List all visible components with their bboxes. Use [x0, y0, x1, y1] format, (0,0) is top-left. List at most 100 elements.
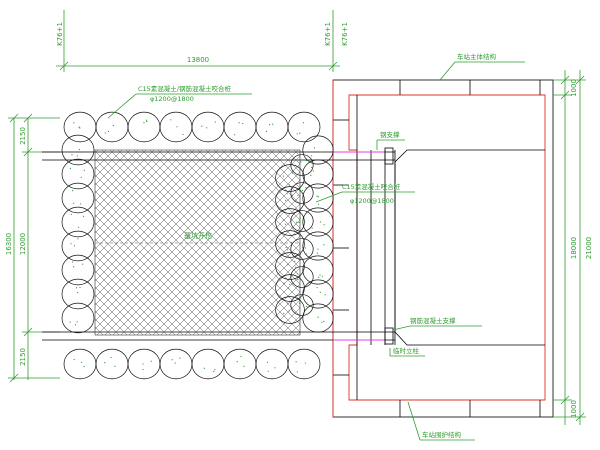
left-dim-total: 16300 [5, 233, 13, 255]
pile-speck [142, 363, 144, 365]
pile-speck [319, 221, 322, 223]
bottom-right-note: 车站围护结构 [422, 430, 462, 439]
pile-speck [305, 187, 307, 189]
pile-21 [61, 254, 95, 286]
pile-32 [275, 164, 305, 192]
pile-speck [107, 130, 110, 133]
pile-speck [78, 126, 80, 128]
pile-5 [223, 111, 257, 143]
pile-6 [255, 111, 289, 143]
pile-speck [243, 365, 245, 367]
right-dim-bottom: 1000 [570, 400, 578, 418]
leaders: C15素混凝土/钢筋混凝土咬合桩 φ1200@1800 C15素混凝土咬合桩 φ… [107, 52, 525, 441]
pile-16 [61, 134, 95, 166]
pile-speck [290, 241, 293, 244]
pile-44 [290, 294, 314, 316]
pile-2 [127, 111, 161, 143]
right-dim-top: 1000 [570, 79, 578, 97]
pile-speck [73, 358, 75, 361]
axis-label-top-right-1: K76+1 [324, 22, 332, 46]
pile-speck [313, 147, 316, 149]
pile-speck [203, 367, 205, 369]
right-dimensions: 1000 18000 21000 1000 [553, 70, 593, 425]
pile-speck [82, 263, 84, 265]
pile-speck [317, 248, 319, 250]
pile-speck [171, 359, 173, 361]
pile-42 [290, 238, 314, 260]
pile-39 [290, 154, 314, 176]
pile-speck [318, 203, 320, 205]
pile-speck [300, 159, 302, 161]
pile-speck [269, 124, 271, 126]
pile-35 [275, 230, 305, 258]
pile-speck [76, 321, 78, 323]
pile-speck [305, 253, 307, 255]
pile-speck [72, 189, 74, 192]
pile-speck [214, 369, 216, 371]
pile-18 [61, 182, 95, 214]
pile-31 [302, 303, 334, 333]
pile-speck [299, 300, 301, 302]
pile-speck [77, 238, 79, 240]
pile-speck [311, 227, 313, 229]
pile-speck [286, 249, 288, 251]
pile-speck [145, 119, 148, 121]
pile-speck [142, 368, 144, 371]
pile-8 [63, 348, 97, 380]
pile-speck [311, 166, 313, 169]
pile-speck [72, 261, 74, 263]
pile-speck [294, 260, 296, 262]
pile-speck [318, 276, 320, 279]
pile-speck [143, 122, 145, 124]
pile-speck [287, 287, 290, 289]
pile-speck [238, 122, 240, 124]
pile-speck [299, 132, 301, 134]
pile-speck [267, 370, 269, 372]
pile-ring [61, 111, 334, 380]
left-dimensions: 2150 12000 16300 2150 [5, 113, 60, 383]
pile-speck [71, 154, 73, 156]
pit-label: 基坑开挖 [184, 231, 212, 240]
pile-speck [240, 355, 242, 357]
pile-speck [73, 202, 75, 204]
pile-speck [206, 127, 208, 129]
pile-14 [255, 348, 289, 380]
pile-speck [70, 243, 72, 245]
pile-ring-spec: φ1200@1800 [150, 95, 194, 103]
pile-7 [287, 111, 321, 143]
pile-speck [296, 371, 299, 373]
pile-speck [306, 305, 308, 307]
pile-speck [78, 148, 80, 151]
pile-43 [290, 266, 314, 288]
right-dim-total: 21000 [585, 237, 593, 259]
pile-27 [302, 207, 334, 237]
pile-speck [297, 278, 299, 281]
pile-speck [77, 226, 80, 228]
pile-speck [321, 275, 323, 277]
pile-speck [75, 287, 78, 289]
pile-speck [214, 121, 216, 123]
pile-speck [73, 245, 76, 247]
pile-23 [61, 302, 95, 334]
inner-pile-spec: φ1200@1800 [350, 197, 394, 205]
left-dim-mid: 12000 [19, 233, 27, 255]
pile-speck [316, 195, 318, 197]
pile-speck [69, 167, 71, 170]
pile-speck [176, 126, 178, 128]
pile-4 [191, 111, 225, 143]
pile-speck [74, 324, 77, 326]
pile-speck [282, 219, 284, 222]
pile-speck [274, 367, 276, 369]
pile-speck [150, 360, 152, 362]
pile-20 [61, 230, 95, 262]
right-dim-mid: 18000 [570, 237, 578, 259]
station-structure [332, 79, 554, 418]
strut-lower-a-note: 钢筋混凝土支撑 [410, 316, 456, 325]
pile-speck [285, 199, 287, 201]
pile-speck [110, 356, 112, 359]
pile-speck [286, 192, 288, 194]
excavation-pit: 基坑开挖 [94, 149, 301, 336]
pile-speck [272, 123, 274, 125]
pile-speck [317, 316, 319, 318]
pile-speck [112, 124, 115, 127]
